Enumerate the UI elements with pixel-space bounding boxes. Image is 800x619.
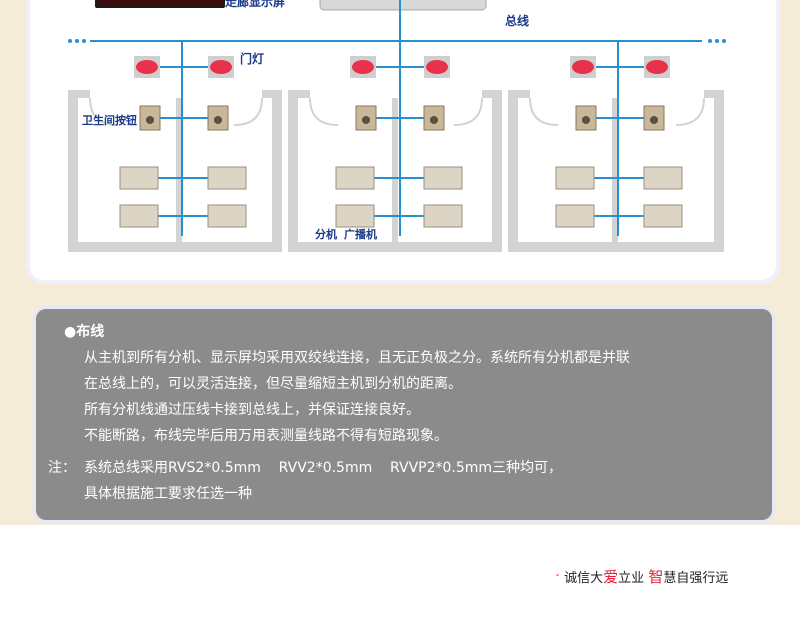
slogan: ˇ 诚信大爱立业 智慧自强行远 bbox=[555, 566, 728, 587]
bus-label: 总线 bbox=[505, 14, 530, 28]
bathroom-button-label: 卫生间按钮 bbox=[82, 114, 137, 127]
bathroom-buttons bbox=[139, 105, 665, 131]
notes-line-2: 在总线上的，可以灵活连接，但尽量缩短主机到分机的距离。 bbox=[84, 376, 462, 392]
bus-lines bbox=[90, 0, 702, 236]
notes-heading: ●布线 bbox=[64, 321, 104, 341]
wiring-diagram bbox=[68, 0, 726, 252]
slogan-part-2: 爱 bbox=[603, 568, 619, 586]
bullet-icon: ● bbox=[64, 324, 77, 340]
note-prefix: 注： bbox=[48, 460, 76, 476]
slogan-part-1: 诚信大 bbox=[564, 571, 604, 586]
notes-line-1: 从主机到所有分机、显示屏均采用双绞线连接，且无正负极之分。系统所有分机都是并联 bbox=[84, 350, 630, 366]
slogan-part-3: 立业 bbox=[618, 571, 645, 586]
note-cable-types: 系统总线采用RVS2*0.5mm RVV2*0.5mm RVVP2*0.5mm三… bbox=[84, 460, 563, 476]
wiring-diagram-card: 走廊显示屏 总线 门灯 卫生间按钮 分机 广播机 bbox=[30, 0, 776, 280]
notes-heading-text: 布线 bbox=[76, 324, 105, 340]
ward-walls bbox=[68, 90, 724, 252]
notes-line-3: 所有分机线通过压线卡接到总线上，并保证连接良好。 bbox=[84, 402, 420, 418]
slogan-part-5: 慧自强行远 bbox=[663, 571, 729, 586]
note-select-one: 具体根据施工要求任选一种 bbox=[84, 486, 252, 502]
corridor-display-label: 走廊显示屏 bbox=[225, 0, 286, 9]
slogan-part-4: 智 bbox=[648, 568, 664, 586]
notes-line-4: 不能断路，布线完毕后用万用表测量线路不得有短路现象。 bbox=[84, 428, 448, 444]
bus-dots bbox=[68, 39, 726, 43]
door-lamps bbox=[134, 56, 670, 78]
chevron-icon: ˇ bbox=[555, 574, 560, 585]
extension-units bbox=[119, 166, 683, 228]
wiring-notes-panel: ●布线 从主机到所有分机、显示屏均采用双绞线连接，且无正负极之分。系统所有分机都… bbox=[36, 309, 772, 520]
host-unit bbox=[319, 0, 487, 11]
door-arcs bbox=[89, 97, 705, 126]
broadcast-label: 广播机 bbox=[344, 228, 377, 241]
door-light-label: 门灯 bbox=[240, 52, 265, 66]
extension-label: 分机 bbox=[315, 228, 337, 241]
corridor-display-screen bbox=[97, 0, 223, 6]
